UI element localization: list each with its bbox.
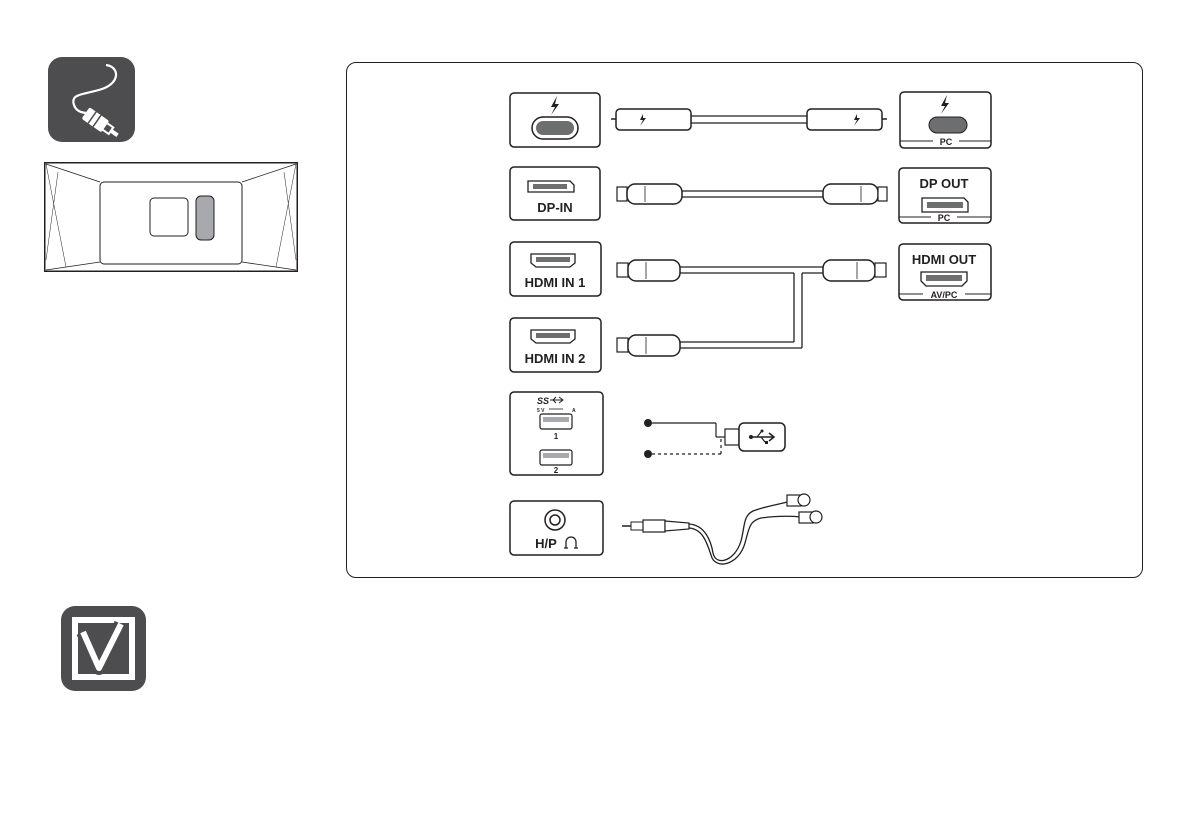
headphone-port: H/P (510, 501, 603, 555)
usb-spec-left: 5 V (537, 408, 545, 414)
audio-cable (622, 494, 822, 564)
usb-spec-right: A (572, 408, 576, 414)
checkmark-icon (61, 606, 146, 691)
hdmi-in-2-port: HDMI IN 2 (510, 318, 601, 372)
dp-out-source: DP OUT PC (899, 168, 991, 223)
dp-in-port: DP-IN (510, 167, 600, 220)
hdmi-in-2-label: HDMI IN 2 (525, 351, 586, 366)
hdmi-in-1-label: HDMI IN 1 (525, 275, 586, 290)
usb-port-1-label: 1 (554, 432, 559, 441)
hdmi-out-sub-label: AV/PC (931, 290, 958, 300)
thunderbolt-port (510, 93, 600, 147)
checkmark-icon-tile (61, 606, 146, 691)
hdmi-out-label: HDMI OUT (912, 252, 976, 267)
connection-panel: PC DP-IN DP OUT PC (346, 62, 1143, 578)
thunderbolt-cable (611, 109, 887, 130)
headphone-label: H/P (535, 536, 557, 551)
cable-connection-icon (48, 57, 135, 142)
hdmi-cable (617, 260, 886, 356)
displayport-cable (617, 184, 887, 204)
hdmi-in-1-port: HDMI IN 1 (510, 242, 601, 296)
dp-out-label: DP OUT (920, 176, 969, 191)
usb-port: SS 5 V A 1 2 (510, 392, 603, 475)
dp-out-sub-label: PC (938, 213, 951, 223)
monitor-rear-illustration (44, 162, 298, 272)
cable-connection-icon-tile (48, 57, 135, 142)
thunderbolt-pc-sub-label: PC (940, 137, 953, 147)
usb-ss-label: SS (537, 396, 549, 406)
usb-port-2-label: 2 (554, 466, 559, 475)
hdmi-out-source: HDMI OUT AV/PC (899, 244, 991, 300)
thunderbolt-pc-source: PC (900, 92, 991, 148)
dp-in-label: DP-IN (537, 200, 572, 215)
usb-cable (644, 419, 785, 458)
